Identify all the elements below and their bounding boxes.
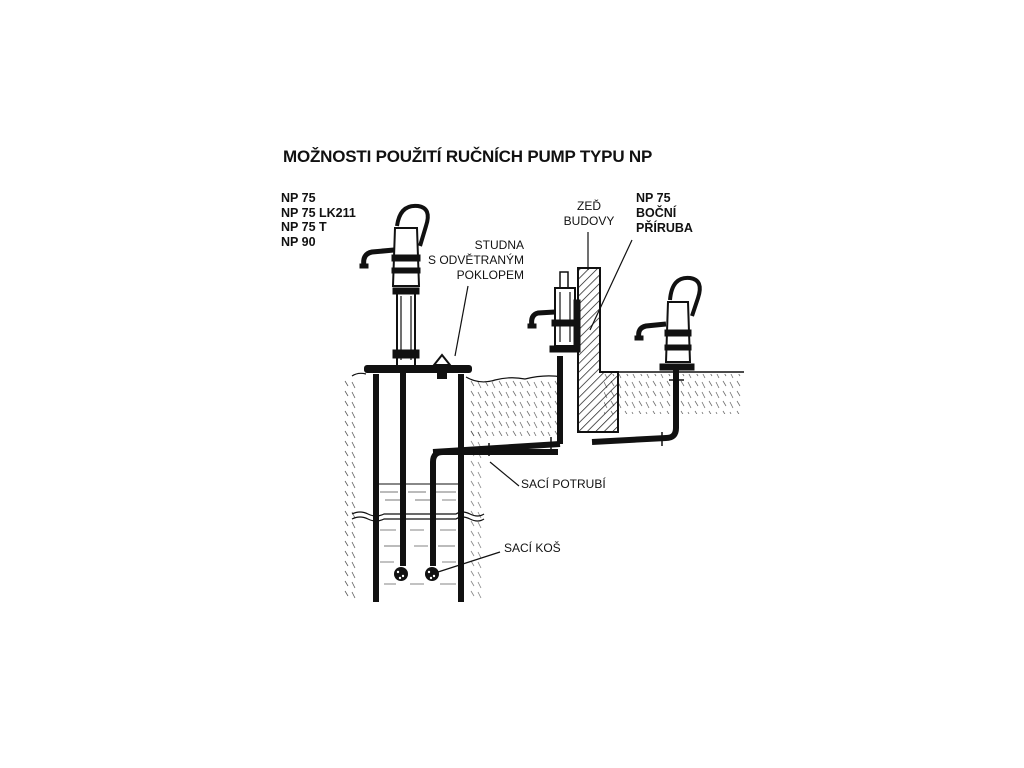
well-label-line: POKLOPEM xyxy=(456,268,524,282)
wall-label-line: BUDOVY xyxy=(563,214,615,228)
leader-lines xyxy=(437,232,633,573)
suction-pipe-label: SACÍ POTRUBÍ xyxy=(521,477,606,491)
diagram-title: MOŽNOSTI POUŽITÍ RUČNÍCH PUMP TYPU NP xyxy=(283,147,653,166)
well-top-pump xyxy=(359,203,430,367)
model-label: NP 75 LK211 xyxy=(281,205,356,220)
well-shaft xyxy=(351,353,485,602)
wall-label: ZEĎ BUDOVY xyxy=(560,199,618,230)
suction-basket-label: SACÍ KOŠ xyxy=(504,541,561,555)
side-flange-model-label: NP 75 BOČNÍ PŘÍRUBA xyxy=(636,191,693,236)
model-label: NP 75 T xyxy=(281,220,327,235)
well-label-line: STUDNA xyxy=(474,238,524,252)
wall-flange-pump xyxy=(527,271,581,353)
side-model-line: NP 75 xyxy=(636,191,671,205)
well-label: STUDNA S ODVĚTRANÝM POKLOPEM xyxy=(420,238,524,284)
well-label-line: S ODVĚTRANÝM xyxy=(427,253,524,267)
floor-pump xyxy=(634,275,702,371)
side-model-line: PŘÍRUBA xyxy=(636,221,693,235)
model-label: NP 75 xyxy=(281,191,316,205)
building-wall xyxy=(577,267,619,433)
pump-model-list: NP 75 NP 75 LK211 NP 75 T NP 90 xyxy=(281,191,356,249)
wall-label-line: ZEĎ xyxy=(577,199,601,213)
model-label: NP 90 xyxy=(281,234,316,249)
side-model-line: BOČNÍ xyxy=(636,206,677,220)
ground-surface xyxy=(342,371,744,600)
suction-pipe-line xyxy=(432,356,684,456)
